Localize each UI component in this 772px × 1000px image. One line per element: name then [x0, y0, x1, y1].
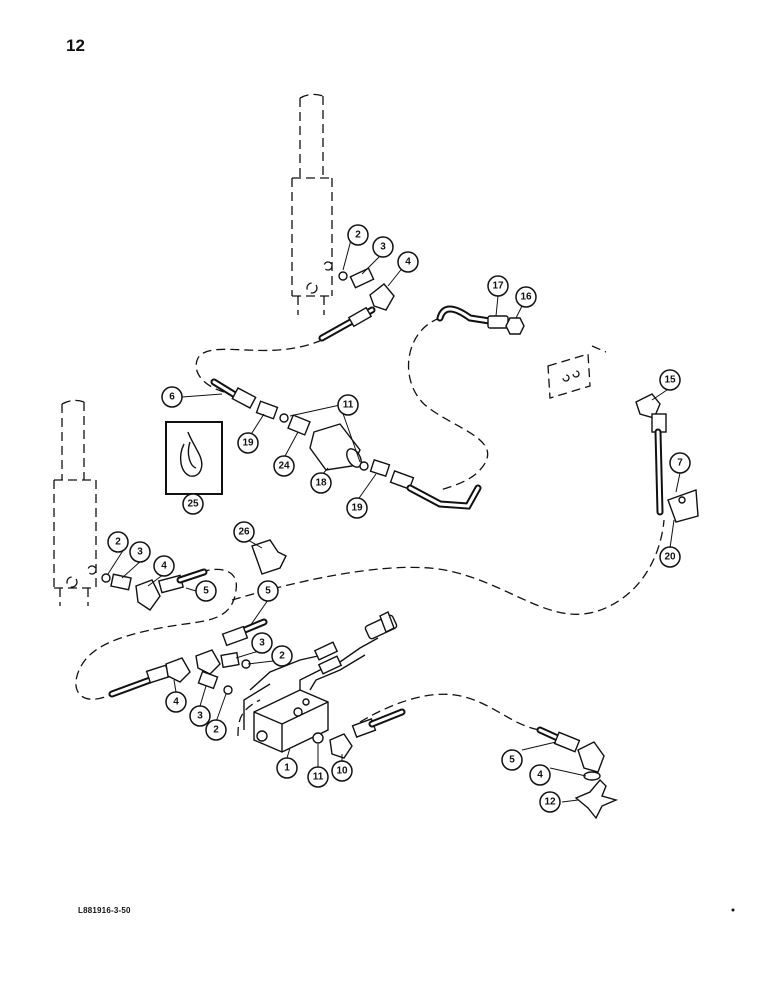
svg-text:4: 4: [405, 257, 411, 268]
callout-part-17: 17: [487, 275, 509, 297]
callout-part-18: 18: [310, 472, 332, 494]
callout-part-16: 16: [515, 286, 537, 308]
callout-part-3: 3: [189, 705, 211, 727]
svg-text:24: 24: [278, 461, 290, 472]
svg-text:3: 3: [259, 638, 265, 649]
svg-text:19: 19: [351, 503, 363, 514]
callout-part-2: 2: [205, 719, 227, 741]
lower-parts: [101, 539, 619, 820]
callout-bubbles: 2 3 4 17 16 15 6 11 19 24 18 19 25 7 20 …: [107, 224, 691, 813]
callout-part-15: 15: [659, 369, 681, 391]
callout-part-24: 24: [273, 455, 295, 477]
svg-text:11: 11: [343, 400, 354, 411]
svg-text:25: 25: [187, 499, 199, 510]
svg-text:1: 1: [284, 763, 290, 774]
svg-text:5: 5: [265, 586, 271, 597]
callout-part-25: 25: [182, 493, 204, 515]
callout-part-3: 3: [129, 541, 151, 563]
callout-part-1: 1: [276, 757, 298, 779]
svg-text:6: 6: [169, 392, 175, 403]
upper-parts: [165, 267, 699, 523]
svg-text:5: 5: [509, 755, 515, 766]
svg-text:3: 3: [137, 547, 143, 558]
page-number: 12: [66, 36, 85, 55]
svg-text:18: 18: [315, 478, 327, 489]
callout-part-11: 11: [337, 394, 359, 416]
callout-part-19: 19: [346, 497, 368, 519]
svg-text:11: 11: [313, 772, 324, 783]
svg-text:12: 12: [544, 797, 556, 808]
svg-text:2: 2: [279, 651, 285, 662]
svg-text:2: 2: [213, 725, 219, 736]
callout-part-4: 4: [529, 764, 551, 786]
callout-part-20: 20: [659, 546, 681, 568]
callout-part-5: 5: [257, 580, 279, 602]
svg-text:15: 15: [664, 375, 676, 386]
svg-text:19: 19: [242, 438, 254, 449]
callout-part-12: 12: [539, 791, 561, 813]
hose-routes: [75, 317, 665, 737]
callout-part-11: 11: [307, 766, 329, 788]
callout-part-7: 7: [669, 452, 691, 474]
svg-text:7: 7: [677, 458, 683, 469]
svg-text:3: 3: [197, 711, 203, 722]
svg-text:3: 3: [380, 242, 386, 253]
svg-text:5: 5: [203, 586, 209, 597]
svg-text:20: 20: [664, 552, 676, 563]
callout-part-4: 4: [165, 691, 187, 713]
svg-text:10: 10: [336, 766, 348, 777]
svg-text:16: 16: [520, 292, 532, 303]
callout-part-2: 2: [271, 645, 293, 667]
upper-cylinder: [291, 93, 333, 315]
callout-part-2: 2: [347, 224, 369, 246]
mounting-bracket: [547, 345, 607, 399]
callout-part-2: 2: [107, 531, 129, 553]
callout-part-4: 4: [397, 251, 419, 273]
svg-text:2: 2: [355, 230, 361, 241]
callout-part-5: 5: [501, 749, 523, 771]
svg-text:2: 2: [115, 537, 121, 548]
callout-part-3: 3: [251, 632, 273, 654]
svg-text:26: 26: [238, 527, 250, 538]
callout-part-10: 10: [331, 760, 353, 782]
svg-text:4: 4: [537, 770, 543, 781]
callout-part-5: 5: [195, 580, 217, 602]
callout-part-3: 3: [372, 236, 394, 258]
stray-mark: [731, 908, 735, 912]
callout-part-19: 19: [237, 432, 259, 454]
svg-text:4: 4: [173, 697, 179, 708]
callout-part-26: 26: [233, 521, 255, 543]
svg-text:4: 4: [161, 561, 167, 572]
callout-part-4: 4: [153, 555, 175, 577]
callout-part-6: 6: [161, 386, 183, 408]
drawing-code: L881916-3-50: [78, 906, 131, 915]
lower-cylinder: [53, 399, 97, 606]
svg-text:17: 17: [492, 281, 504, 292]
